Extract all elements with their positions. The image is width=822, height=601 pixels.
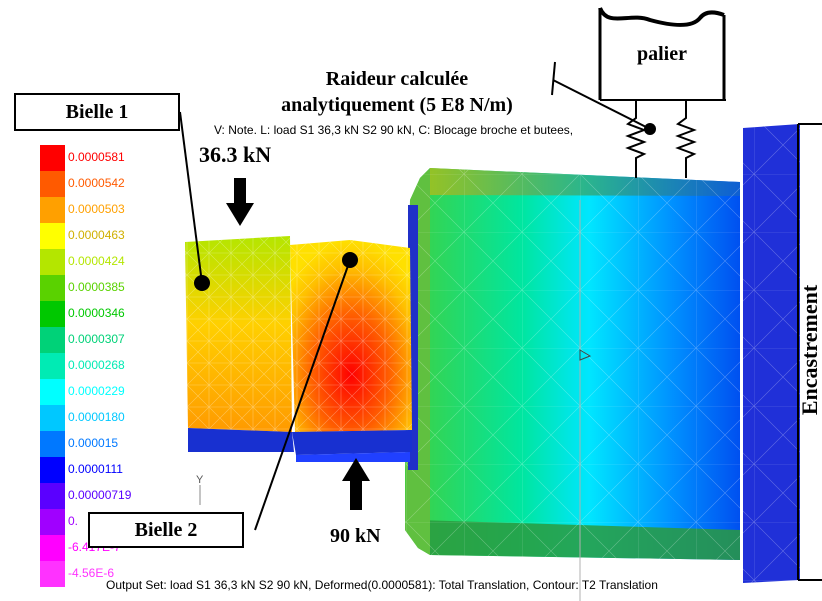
legend-swatch [40,197,65,223]
bielle2-label-box: Bielle 2 [88,512,244,548]
legend-value: 0.0000542 [68,176,125,190]
axis-y-label: Y [196,474,204,486]
bielle1-label: Bielle 1 [65,100,129,123]
stiffness-annotation: Raideur calculée analytiquement (5 E8 N/… [232,66,562,118]
fixed-support-label: Encastrement [797,284,822,416]
load-arrow-top [226,178,254,226]
legend-value: 0.00000719 [68,488,132,502]
legend-swatch [40,301,65,327]
bielle2-leader [254,259,351,531]
legend-value: 0.0000180 [68,410,125,424]
deformed-middle-section [290,240,412,462]
stiffness-line-2: analytiquement (5 E8 N/m) [281,94,513,116]
legend-swatch [40,353,65,379]
fixed-support-slab [743,123,822,583]
bielle1-leader [179,111,203,284]
legend-swatch [40,275,65,301]
palier-label: palier [637,43,687,65]
footer-note: Output Set: load S1 36,3 kN S2 90 kN, De… [106,578,658,592]
legend-value: 0.000015 [68,436,119,450]
legend-row: -4.56E-6 [40,561,190,587]
legend-row: 0.0000229 [40,379,190,405]
legend-row: 0.0000346 [40,301,190,327]
bielle1-label-box: Bielle 1 [14,93,180,131]
legend-swatch [40,379,65,405]
bielle1-point [194,275,210,291]
legend-row: 0.0000581 [40,145,190,171]
legend-swatch [40,561,65,587]
legend-row: 0.0000268 [40,353,190,379]
load-arrow-bottom [342,458,370,510]
legend-value: 0.0000346 [68,306,125,320]
legend-swatch [40,535,65,561]
legend-swatch [40,457,65,483]
legend-value: 0.0000111 [68,462,123,476]
legend-row: 0.0000385 [40,275,190,301]
legend-value: -4.56E-6 [68,566,115,580]
deformed-main-cylinder [405,168,740,560]
legend-row: 0.0000111 [40,457,190,483]
legend-value: 0.0000581 [68,150,125,164]
legend-row: 0.000015 [40,431,190,457]
legend-row: 0.0000503 [40,197,190,223]
legend-row: 0. [40,509,190,535]
legend-row: 0.0000180 [40,405,190,431]
legend-swatch [40,509,65,535]
legend-value: 0.0000424 [68,254,125,268]
bearing-sketch [551,7,726,178]
bielle2-label: Bielle 2 [134,518,198,541]
legend-value: 0.0000268 [68,358,125,372]
node-marker [579,349,592,361]
legend-swatch [40,483,65,509]
legend-swatch [40,431,65,457]
legend-value: 0.0000503 [68,202,125,216]
legend-swatch [40,405,65,431]
legend-row: 0.00000719 [40,483,190,509]
legend-row: 0.0000542 [40,171,190,197]
legend-value: 0.0000307 [68,332,125,346]
load-bottom-label: 90 kN [330,525,381,547]
legend-swatch [40,327,65,353]
legend-value: 0.0000385 [68,280,125,294]
deformed-left-section [185,236,294,452]
legend-value: 0.0000229 [68,384,125,398]
legend-swatch [40,171,65,197]
legend-swatch [40,249,65,275]
legend-row: 0.0000424 [40,249,190,275]
legend-swatch [40,145,65,171]
legend-value: 0. [68,514,79,528]
legend-swatch [40,223,65,249]
header-note: V: Note. L: load S1 36,3 kN S2 90 kN, C:… [214,123,574,137]
load-top-label: 36.3 kN [199,142,272,167]
bielle2-point [342,252,358,268]
legend-row: 0.0000307 [40,327,190,353]
stiffness-line-1: Raideur calculée [325,68,469,90]
legend-value: 0.0000463 [68,228,125,242]
legend-row: 0.0000463 [40,223,190,249]
